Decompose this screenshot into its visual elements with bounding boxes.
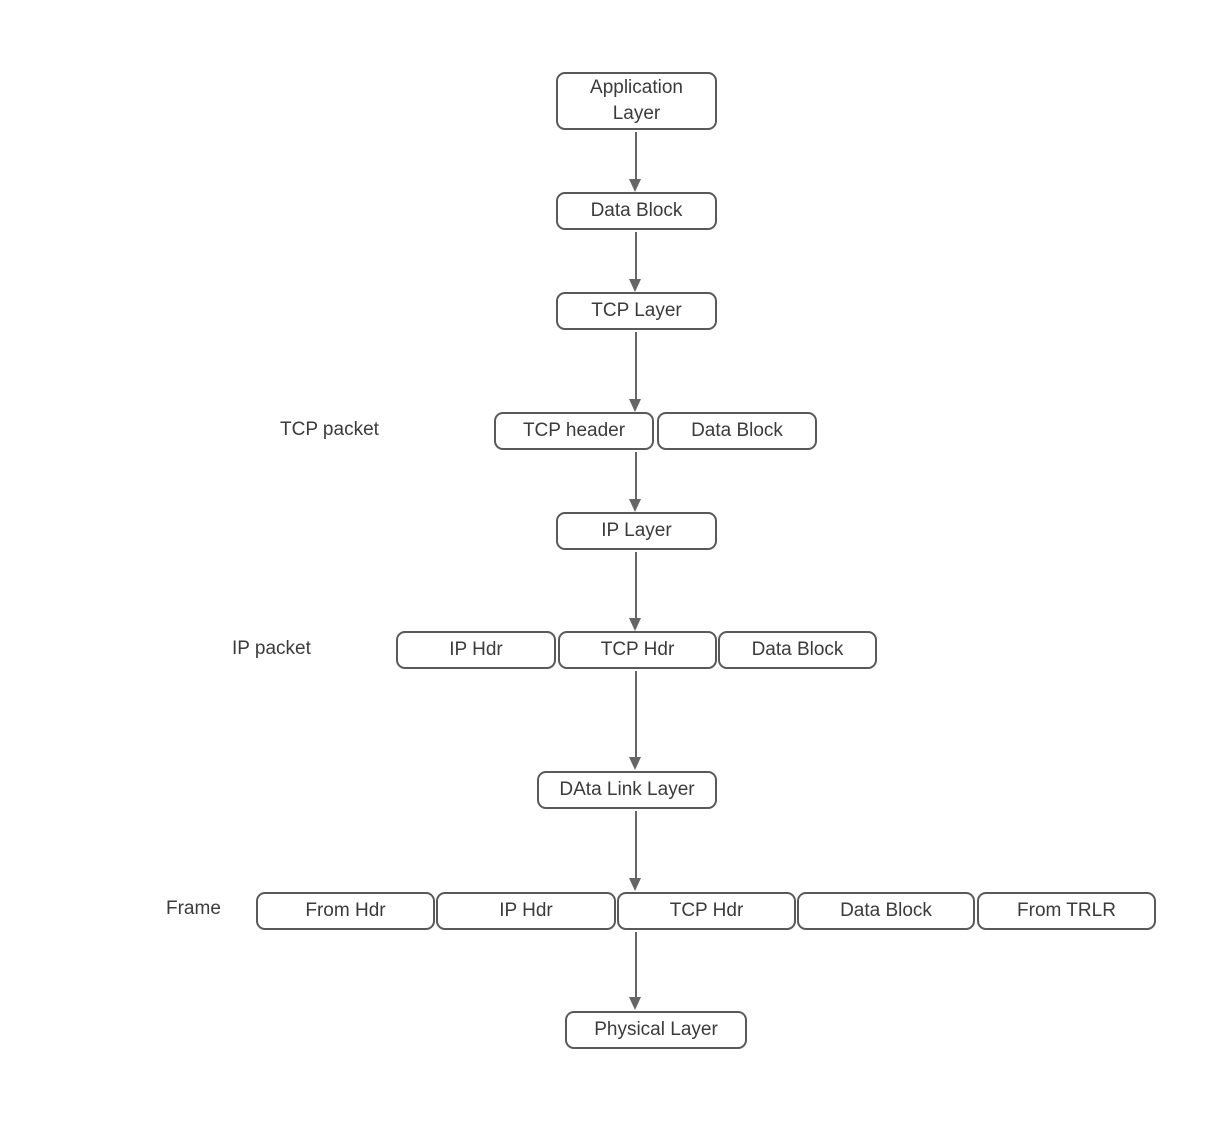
label-ip-packet: IP packet [232, 638, 311, 659]
arrow-head-icon [629, 399, 641, 412]
node-data-block-application: Data Block [556, 192, 717, 230]
node-physical-layer: Physical Layer [565, 1011, 747, 1049]
arrow-line [635, 671, 637, 758]
node-ip-layer: IP Layer [556, 512, 717, 550]
arrow-head-icon [629, 757, 641, 770]
arrow-line [635, 452, 637, 500]
node-data-block-tcp-packet: Data Block [657, 412, 817, 450]
node-tcp-hdr-ip-packet: TCP Hdr [558, 631, 717, 669]
arrow-head-icon [629, 499, 641, 512]
node-tcp-header: TCP header [494, 412, 654, 450]
arrow-head-icon [629, 179, 641, 192]
node-data-block-ip-packet: Data Block [718, 631, 877, 669]
node-ip-hdr-ip-packet: IP Hdr [396, 631, 556, 669]
arrow-head-icon [629, 997, 641, 1010]
node-tcp-hdr-frame: TCP Hdr [617, 892, 796, 930]
label-frame: Frame [166, 898, 221, 919]
arrow-head-icon [629, 878, 641, 891]
arrow-line [635, 332, 637, 400]
node-from-hdr-frame: From Hdr [256, 892, 435, 930]
arrow-head-icon [629, 279, 641, 292]
arrow-line [635, 132, 637, 180]
node-from-trlr-frame: From TRLR [977, 892, 1156, 930]
arrow-line [635, 932, 637, 998]
arrow-line [635, 811, 637, 879]
arrow-line [635, 552, 637, 619]
node-ip-hdr-frame: IP Hdr [436, 892, 616, 930]
node-data-block-frame: Data Block [797, 892, 975, 930]
node-data-link-layer: DAta Link Layer [537, 771, 717, 809]
node-tcp-layer: TCP Layer [556, 292, 717, 330]
label-tcp-packet: TCP packet [280, 419, 379, 440]
arrow-line [635, 232, 637, 280]
arrow-head-icon [629, 618, 641, 631]
node-application-layer: Application Layer [556, 72, 717, 130]
